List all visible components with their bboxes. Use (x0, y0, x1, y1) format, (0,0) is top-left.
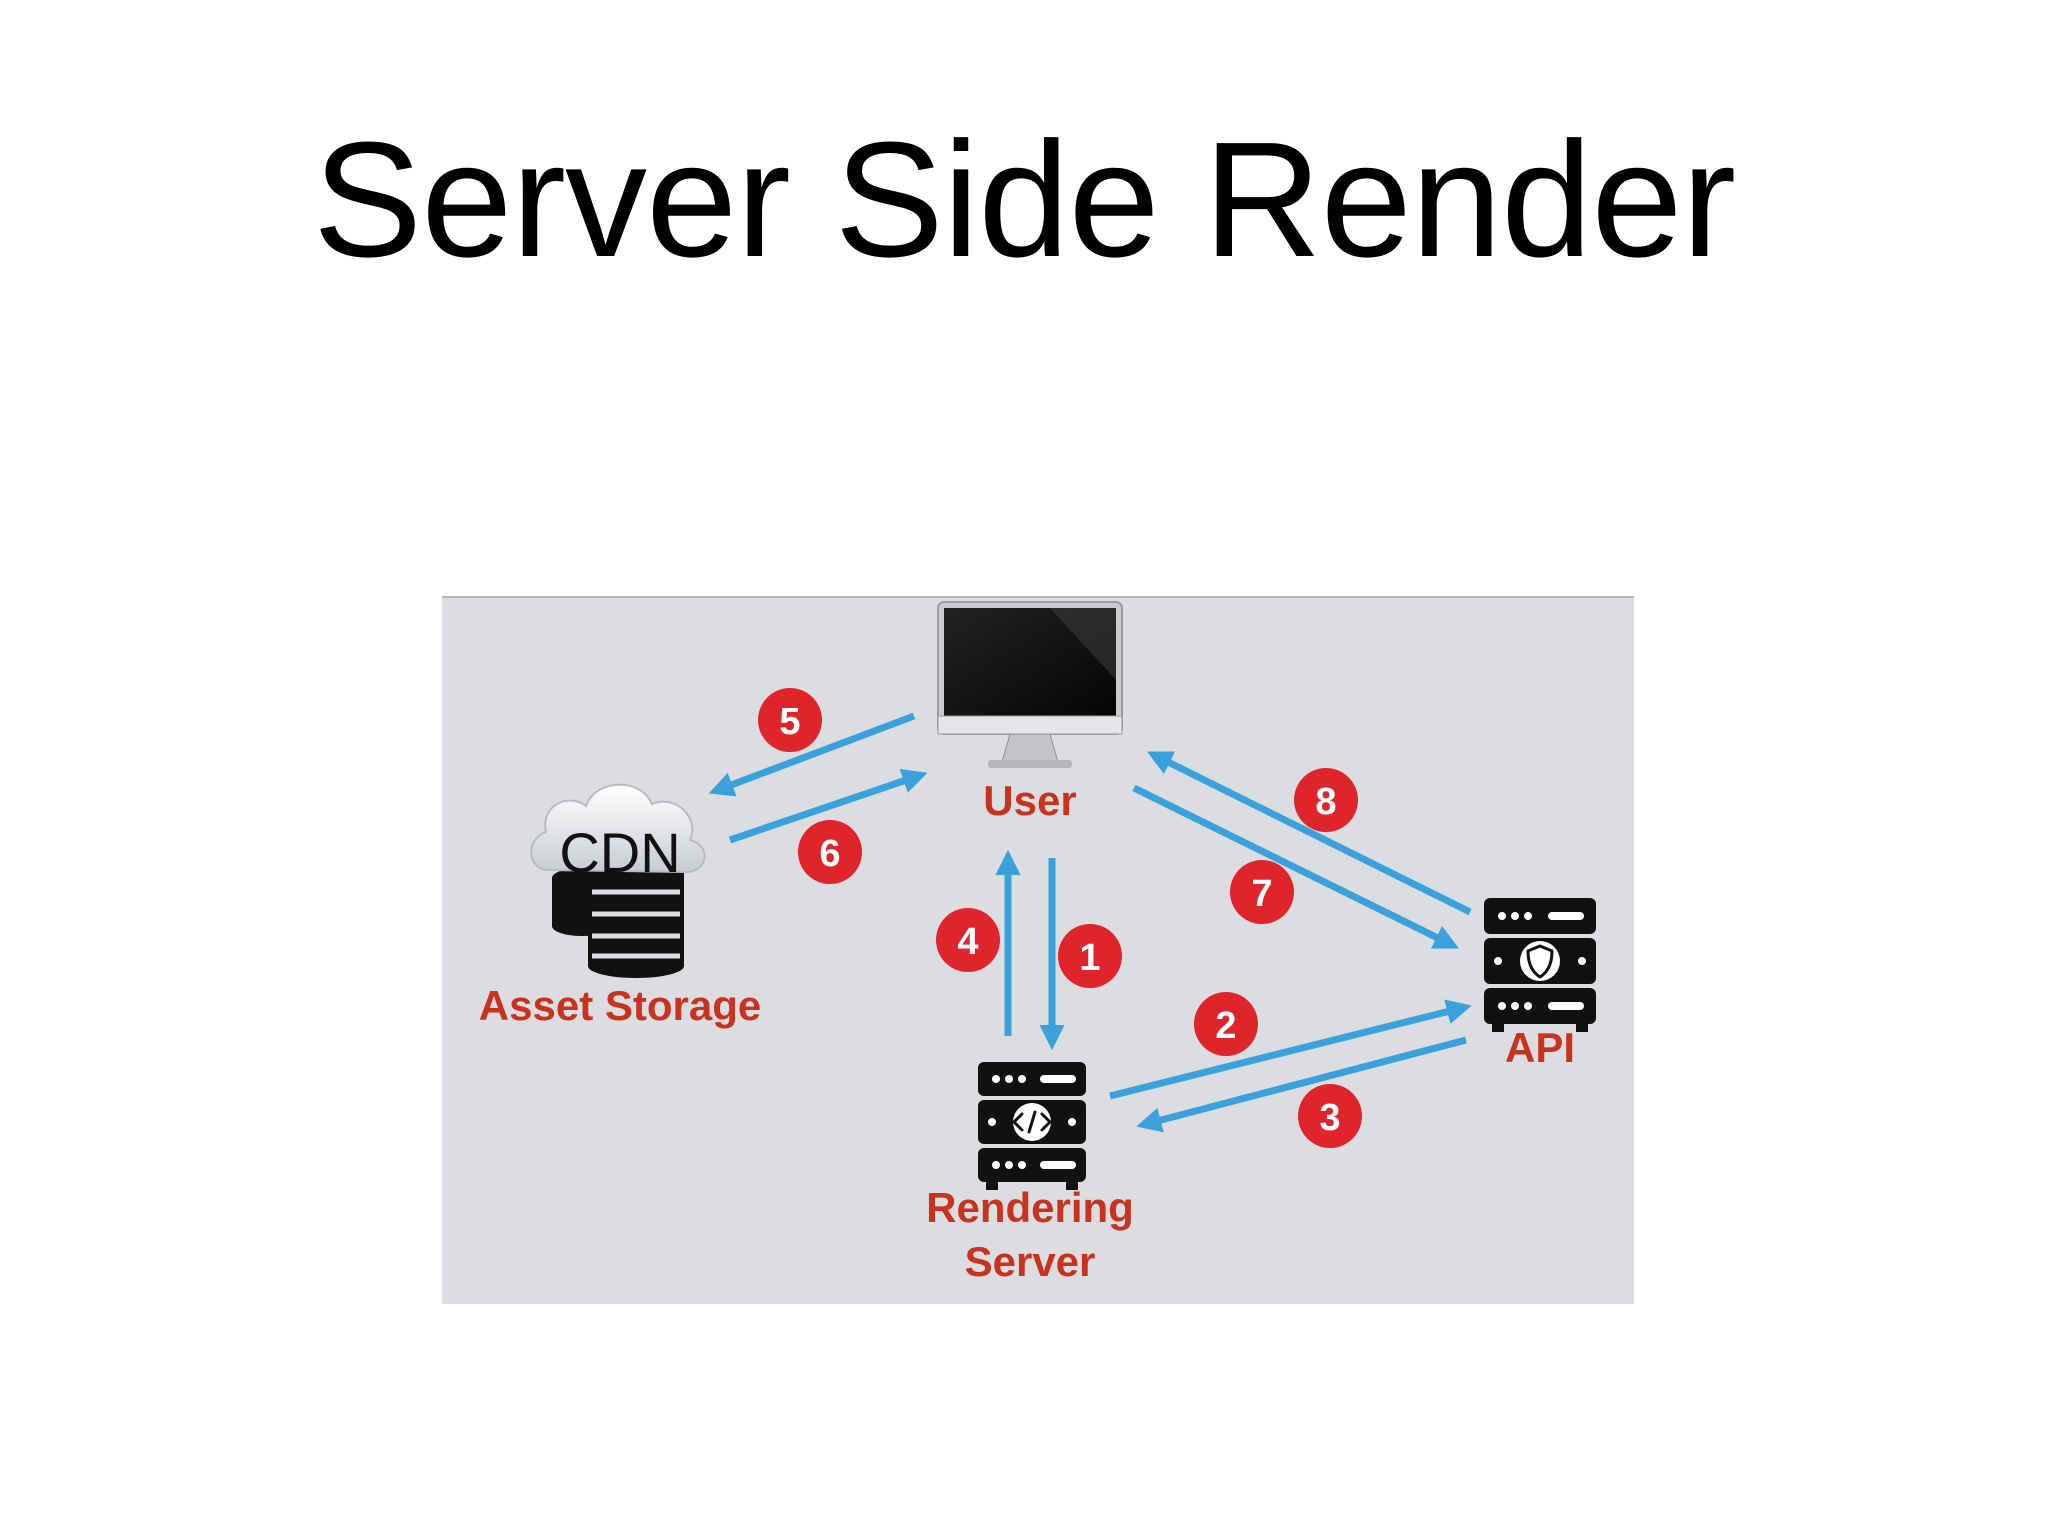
svg-text:1: 1 (1079, 937, 1100, 979)
arrow-step-3 (1136, 1036, 1467, 1133)
badge-step-8: 8 (1294, 768, 1358, 832)
cloud-icon (530, 783, 706, 874)
user-label: User (983, 777, 1076, 824)
svg-text:8: 8 (1315, 781, 1336, 823)
shield-icon (1526, 944, 1554, 979)
svg-text:2: 2 (1215, 1005, 1236, 1047)
arrow-step-2 (1109, 999, 1472, 1100)
svg-text:7: 7 (1251, 873, 1272, 915)
asset-storage-label: Asset Storage (479, 982, 761, 1029)
arrow-step-8 (1146, 751, 1472, 916)
svg-text:6: 6 (819, 833, 840, 875)
badge-step-1: 1 (1058, 924, 1122, 988)
arrow-step-7 (1132, 784, 1460, 949)
monitor-icon (937, 601, 1123, 768)
rendering-server-label-line2: Server (965, 1238, 1096, 1285)
svg-text:5: 5 (779, 701, 800, 743)
badge-step-3: 3 (1298, 1084, 1362, 1148)
badge-step-2: 2 (1194, 992, 1258, 1056)
svg-text:4: 4 (957, 921, 978, 963)
badge-step-4: 4 (936, 908, 1000, 972)
arrow-step-6 (728, 768, 928, 844)
svg-text:3: 3 (1319, 1097, 1340, 1139)
cdn-logo-text: CDN (559, 821, 680, 884)
code-icon (1012, 1110, 1052, 1134)
rendering-server-label-line1: Rendering (926, 1184, 1134, 1231)
api-label: API (1505, 1024, 1575, 1071)
api-server-icon (1484, 898, 1596, 1032)
badge-step-5: 5 (758, 688, 822, 752)
arrow-step-5 (708, 712, 916, 797)
database-icon (552, 868, 684, 978)
badge-step-7: 7 (1230, 860, 1294, 924)
slide-title: Server Side Render (312, 108, 1736, 291)
badge-step-6: 6 (798, 820, 862, 884)
